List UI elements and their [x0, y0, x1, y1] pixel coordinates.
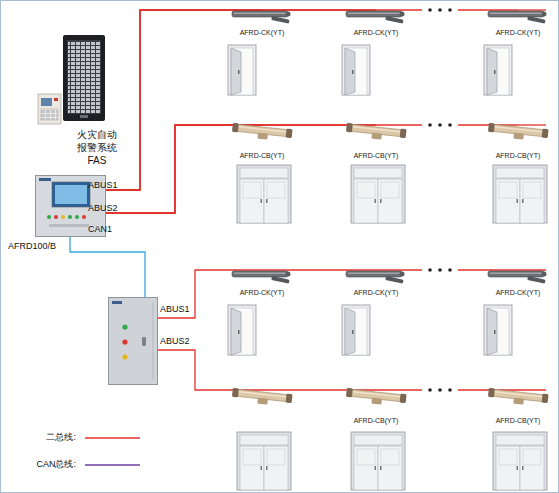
legend-line: [85, 464, 140, 465]
door-actuator: AFRD-CB(YT): [482, 125, 554, 160]
legend-line: [85, 437, 140, 438]
device-picture: [340, 10, 412, 28]
device-label: AFRD-CB(YT): [482, 151, 554, 160]
bus-name: ABUS1: [160, 304, 190, 315]
door-actuator: AFRD-CK(YT): [340, 10, 412, 37]
bus-line: [106, 125, 262, 213]
bus-name: CAN1: [88, 224, 112, 235]
door-actuator: AFRD-CB(YT): [340, 390, 412, 425]
device-label: AFRD-CK(YT): [226, 288, 298, 297]
legend-text: CAN总线:: [36, 459, 76, 469]
device-label: AFRD-CK(YT): [482, 288, 554, 297]
fire-alarm-system: 火灾自动 报警系统 FAS: [36, 34, 122, 174]
device-label: AFRD-CK(YT): [482, 28, 554, 37]
device-picture: [36, 34, 122, 126]
device-label: 火灾自动 报警系统 FAS: [73, 128, 121, 167]
device-picture: [226, 10, 298, 28]
bus-wires: [158, 10, 546, 390]
bus-line: [106, 125, 376, 213]
device-picture: [482, 125, 554, 151]
bus-line: [106, 10, 376, 190]
legend-entry: CAN总线:: [0, 459, 76, 470]
bus-line: [106, 10, 518, 190]
device-picture: [226, 125, 298, 151]
door-actuator: AFRD-CK(YT): [226, 10, 298, 37]
bus-name: ABUS1: [88, 180, 118, 191]
device-label: AFRD-CB(YT): [482, 416, 554, 425]
device-label: AFRD-CK(YT): [340, 288, 412, 297]
door-actuator: AFRD-CB(YT): [226, 125, 298, 160]
door-actuator: [232, 388, 293, 407]
door-actuator: AFRD-CB(YT): [340, 125, 412, 160]
device-label: AFRD-CK(YT): [340, 28, 412, 37]
door-actuator: AFRD-CB(YT): [482, 390, 554, 425]
device-label: AFRD100/B: [8, 241, 56, 252]
device-label: AFRD-CB(YT): [226, 151, 298, 160]
device-picture: [482, 270, 554, 288]
device-picture: [226, 270, 298, 288]
device-label: AFRD-CK(YT): [226, 28, 298, 37]
device-picture: [340, 270, 412, 288]
device-picture: [340, 125, 412, 151]
device-label: AFRD-CB(YT): [340, 151, 412, 160]
door-actuator: AFRD-CK(YT): [482, 270, 554, 297]
door-actuator: AFRD-CK(YT): [482, 10, 554, 37]
legend-entry: 二总线:: [0, 432, 76, 443]
legend-text: 二总线:: [46, 432, 76, 442]
device-label: AFRD-CB(YT): [340, 416, 412, 425]
bus-name: ABUS2: [160, 336, 190, 347]
bus-line: [106, 125, 518, 213]
door-actuator: AFRD-CK(YT): [340, 270, 412, 297]
bus-line: [106, 10, 262, 190]
device-picture: [482, 10, 554, 28]
device-picture: [340, 390, 412, 416]
door-actuator: AFRD-CK(YT): [226, 270, 298, 297]
sub-controller: [109, 298, 158, 385]
bus-name: ABUS2: [88, 203, 118, 214]
can-wire: [70, 237, 145, 297]
device-picture: [482, 390, 554, 416]
